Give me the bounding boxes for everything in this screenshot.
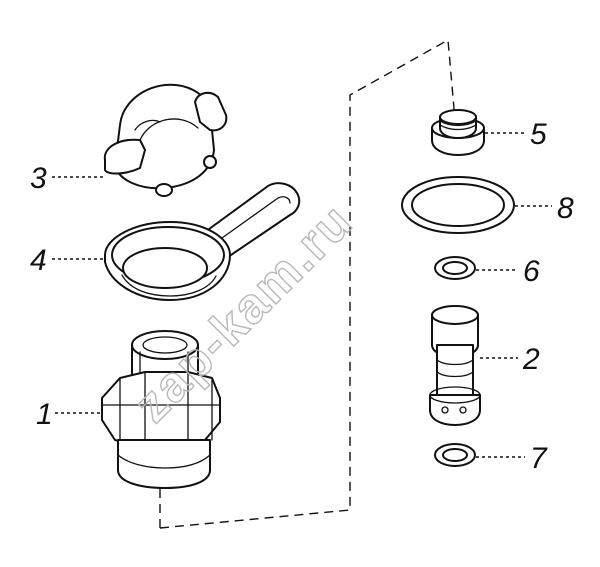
part-ring-with-handle [104,182,301,301]
part-small-o-ring [434,256,476,280]
callout-7: 7 [530,442,548,475]
callout-8: 8 [557,192,574,225]
callout-3: 3 [30,162,47,195]
part-threaded-insert [431,109,485,156]
callout-6: 6 [523,255,540,288]
callout-2: 2 [522,343,540,376]
part-lower-o-ring [434,443,476,467]
part-large-o-ring [401,176,515,234]
part-valve-stem [429,305,481,426]
part-cap [103,83,228,197]
callout-4: 4 [30,244,47,277]
callout-1: 1 [36,398,53,431]
callout-5: 5 [530,118,547,151]
part-fitting-body [101,330,221,489]
